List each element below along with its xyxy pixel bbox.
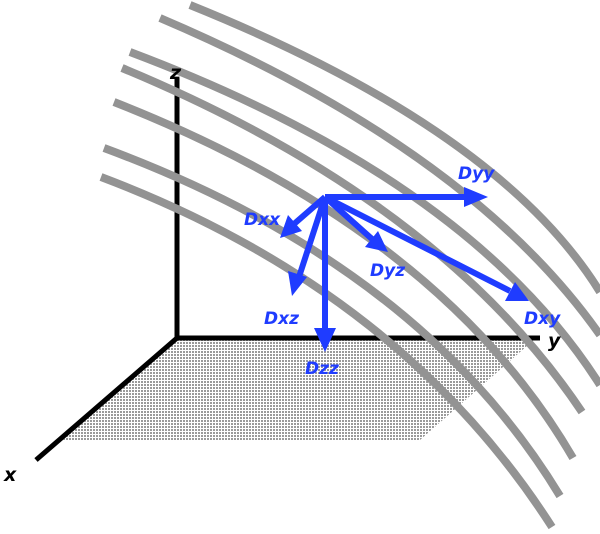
y-axis-label: y — [548, 330, 562, 352]
arrow-dxx — [280, 194, 327, 238]
z-axis-label: z — [169, 62, 182, 84]
fiber-line — [99, 173, 556, 530]
tensor-arrows — [280, 187, 529, 352]
label-dyy: Dyy — [458, 164, 495, 184]
arrow-dxz — [288, 196, 328, 296]
fiber-line — [158, 14, 600, 338]
x-axis — [34, 336, 179, 462]
xy-plane — [63, 338, 536, 440]
label-dxz: Dxz — [264, 309, 299, 329]
label-dzz: Dzz — [305, 359, 339, 379]
arrow-dxy — [323, 194, 529, 301]
fiber-line — [112, 98, 577, 461]
x-axis-label: x — [3, 464, 17, 486]
label-dxx: Dxx — [244, 210, 281, 230]
fiber-line — [188, 1, 600, 295]
arrow-dzz — [314, 197, 336, 352]
arrow-dyy — [325, 187, 488, 207]
fiber-line — [120, 64, 586, 415]
label-dyz: Dyz — [370, 261, 405, 281]
label-dxy: Dxy — [524, 309, 561, 329]
fiber-line — [102, 144, 564, 499]
